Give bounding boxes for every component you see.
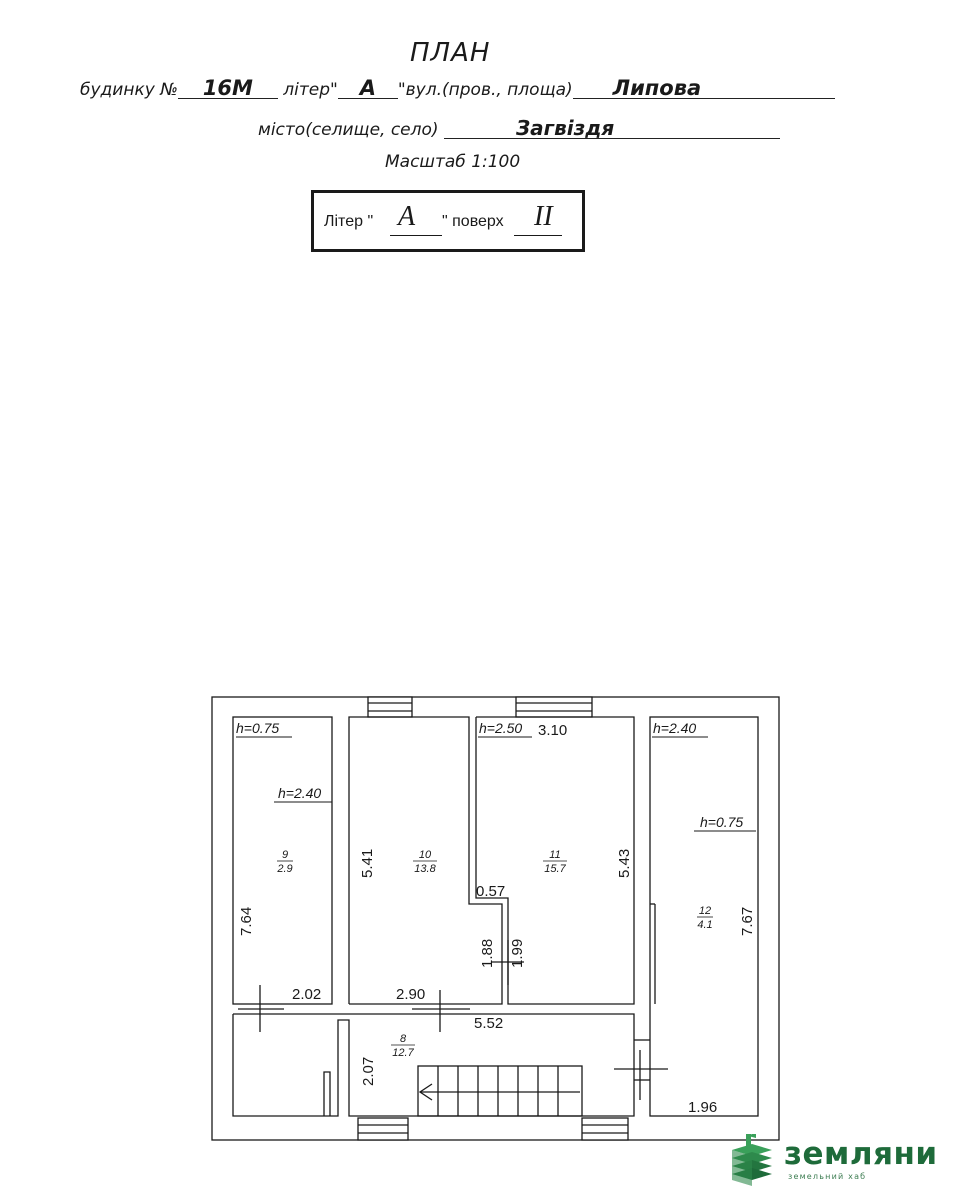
room-8-niche [323,1071,331,1116]
dim-room-11-width: 3.10 [538,722,567,739]
room-12-area: 4.1 [697,919,712,931]
height-room-9-upper: h=0.75 [236,720,279,736]
room-12-number: 12 [699,905,711,917]
room-8-area: 12.7 [392,1047,414,1059]
dim-room-8-length: 5.52 [474,1015,503,1032]
floor-box-liter-underline [390,235,442,236]
floor-box-liter-label: Літер " [324,213,374,230]
outer-wall-outer [211,696,780,1141]
dim-room-12-width: 1.96 [688,1099,717,1116]
floor-box-floor-label: " поверх [442,213,504,230]
window-top-left [367,696,413,718]
floor-box-floor-value: II [534,201,553,232]
height-markers: h=0.75 h=2.40 h=2.50 h=2.40 h=0.75 [236,720,756,832]
floor-box-liter-value: А [398,201,416,232]
dim-room-8-width: 2.07 [360,1057,377,1086]
street-value: Липова [572,78,835,99]
room-10-number: 10 [419,849,432,861]
height-room-9-lower: h=2.40 [278,785,321,801]
dim-room-9-length: 7.64 [238,907,255,936]
room-10-outline [348,716,503,1005]
brand-logo-icon [732,1134,772,1186]
dim-wall-offset: 0.57 [476,883,505,900]
height-room-12-lower: h=0.75 [700,814,743,830]
dim-room-11-length: 5.43 [616,849,633,878]
city-line: місто(селище, село) Загвіздя [258,118,780,140]
stairs [417,1065,583,1117]
brand-name: земляни [784,1136,938,1172]
plan-walls [211,696,780,1141]
room-8-outline [232,1013,635,1117]
dim-room-12-length: 7.67 [739,907,756,936]
plan-title: ПЛАН [410,38,491,68]
liter-value: А [337,78,398,99]
dim-room-11-step: 1.99 [509,939,526,968]
room-11-area: 15.7 [544,863,566,875]
window-top-right [515,696,593,718]
floor-box: Літер " А " поверх II [311,190,585,252]
dim-room-10-step: 1.88 [479,939,496,968]
dim-room-10-length: 5.41 [359,849,376,878]
room-9-area: 2.9 [276,863,292,875]
dim-room-10-width: 2.90 [396,986,425,1003]
room-10-area: 13.8 [414,863,436,875]
room-9-number: 9 [282,849,288,861]
house-prefix: будинку № [80,80,178,100]
room-labels: 9 2.9 10 13.8 11 15.7 12 4.1 8 12.7 [276,849,713,1059]
house-number: 16М [177,78,278,99]
dimension-labels: 3.10 5.41 5.43 7.64 7.67 0.57 1.88 1.99 … [238,722,756,1116]
city-value: Загвіздя [443,118,780,139]
dim-room-9-width: 2.02 [292,986,321,1003]
room-11-number: 11 [549,849,560,861]
room-9-outline [232,716,333,1005]
height-room-11: h=2.50 [479,720,522,736]
brand-subtitle: земельний хаб [788,1172,867,1181]
brand-logo: земляни земельний хаб [728,1132,968,1192]
street-label: "вул.(пров., площа) [397,80,573,100]
room-12-outline [649,716,759,1117]
window-bottom-right [581,1117,629,1141]
height-room-12-upper: h=2.40 [653,720,696,736]
scale-label: Масштаб 1:100 [385,152,521,172]
floor-box-floor-underline [514,235,562,236]
liter-label: літер" [283,80,338,100]
window-bottom-left [357,1117,409,1141]
stairs-arrow-head [418,1083,433,1101]
city-label: місто(селище, село) [258,120,439,140]
room-8-number: 8 [400,1033,407,1045]
room-11-outline [475,716,635,1005]
